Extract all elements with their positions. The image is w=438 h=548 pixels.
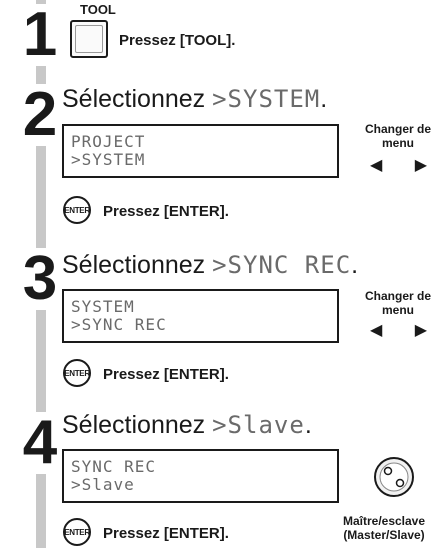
lcd-line-2: >Slave [71, 475, 135, 494]
step-number-4: 4 [20, 412, 60, 474]
enter-key-step4[interactable]: ENTER [63, 518, 91, 546]
enter-key-step2[interactable]: ENTER [63, 196, 91, 224]
step4-title-lcd: >Slave [212, 411, 305, 439]
cursor-arrows-step3[interactable]: ◀ ▶ [370, 322, 438, 339]
lcd-line-1: SYNC REC [71, 457, 157, 476]
change-menu-label-line2: menu [381, 303, 414, 317]
change-menu-label-line1: Changer de [364, 289, 431, 303]
step2-title-prefix: Sélectionnez [62, 85, 206, 113]
step3-instruction: Pressez [ENTER]. [103, 366, 229, 383]
dial-label-line1: Maître/esclave [342, 514, 426, 528]
step4-title-suffix: . [304, 411, 312, 439]
change-menu-label-step3: Changer de menu [358, 289, 438, 317]
dial-knob-icon[interactable] [373, 456, 415, 498]
change-menu-label-step2: Changer de menu [358, 122, 438, 150]
step4-title-prefix: Sélectionnez [62, 411, 206, 439]
step3-title-suffix: . [351, 251, 359, 279]
lcd-display-step3: SYSTEM >SYNC REC [62, 289, 339, 343]
change-menu-label-line2: menu [381, 136, 414, 150]
dial-label-line2: (Master/Slave) [343, 528, 425, 542]
step2-title: Sélectionnez >SYSTEM. [62, 84, 327, 114]
step-number-1: 1 [20, 4, 60, 66]
lcd-display-step4: SYNC REC >Slave [62, 449, 339, 503]
step3-title-prefix: Sélectionnez [62, 251, 206, 279]
lcd-line-1: PROJECT [71, 132, 146, 151]
lcd-line-2: >SYSTEM [71, 150, 146, 169]
step3-title-lcd: >SYNC REC [212, 251, 352, 279]
step-number-2: 2 [20, 84, 60, 146]
tool-key-button[interactable] [70, 20, 108, 58]
enter-key-label: ENTER [64, 368, 90, 378]
lcd-display-step2: PROJECT >SYSTEM [62, 124, 339, 178]
cursor-arrows-step2[interactable]: ◀ ▶ [370, 157, 438, 174]
dial-label: Maître/esclave (Master/Slave) [330, 514, 438, 542]
enter-key-label: ENTER [64, 205, 90, 215]
step3-title: Sélectionnez >SYNC REC. [62, 250, 358, 280]
step4-title: Sélectionnez >Slave. [62, 410, 312, 440]
change-menu-label-line1: Changer de [364, 122, 431, 136]
step-number-3: 3 [20, 248, 60, 310]
step4-instruction: Pressez [ENTER]. [103, 525, 229, 542]
step2-title-suffix: . [320, 85, 328, 113]
enter-key-label: ENTER [64, 527, 90, 537]
tool-key-label: TOOL [80, 2, 116, 17]
step2-instruction: Pressez [ENTER]. [103, 203, 229, 220]
step2-title-lcd: >SYSTEM [212, 85, 321, 113]
step1-instruction: Pressez [TOOL]. [119, 32, 236, 49]
enter-key-step3[interactable]: ENTER [63, 359, 91, 387]
lcd-line-2: >SYNC REC [71, 315, 167, 334]
lcd-line-1: SYSTEM [71, 297, 135, 316]
